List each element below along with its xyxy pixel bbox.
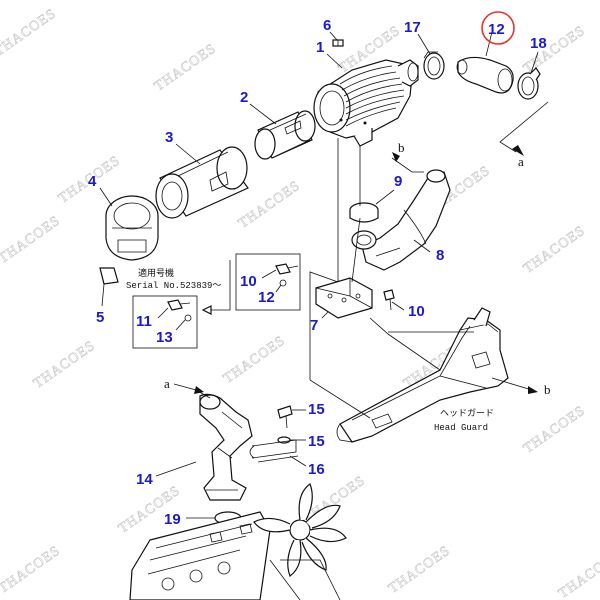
callout-10-right[interactable]: 10: [408, 303, 425, 320]
leader-lines: [99, 31, 549, 519]
part-15-clamp-left[interactable]: [423, 51, 445, 80]
engine-fan: [253, 483, 347, 600]
ref-b-right: b: [544, 382, 551, 397]
part-18-u-bolt[interactable]: [249, 439, 299, 463]
ref-a-left: a: [164, 376, 170, 391]
ref-b-top: b: [398, 140, 405, 155]
part-10-bolt-right[interactable]: [383, 289, 395, 311]
watermark: THACOES: [0, 6, 59, 59]
watermark: THACOES: [0, 543, 63, 596]
callout-15-right[interactable]: 18: [530, 35, 547, 52]
head-guard-jp: ヘッドガード: [440, 408, 494, 419]
callout-12-upper[interactable]: 12: [258, 289, 275, 306]
callout-15-left[interactable]: 17: [404, 19, 421, 36]
serial-arrow: [201, 260, 231, 315]
reference-letters: a b b a: [164, 140, 551, 397]
watermark: THACOES: [152, 41, 219, 94]
callout-9[interactable]: 9: [394, 173, 402, 190]
part-15-clamp-right[interactable]: [517, 67, 541, 100]
callout-4[interactable]: 4: [88, 173, 97, 190]
ref-a-top: a: [518, 154, 524, 169]
callout-8[interactable]: 8: [436, 247, 444, 264]
callout-13[interactable]: 12: [488, 21, 505, 38]
part-13-hose[interactable]: [456, 56, 514, 94]
part-6-bolt[interactable]: [332, 39, 344, 47]
watermark: THACOES: [0, 213, 63, 266]
callout-17[interactable]: 15: [308, 433, 325, 450]
serial-note-jp: 適用号機: [138, 267, 174, 279]
callout-18[interactable]: 16: [308, 461, 325, 478]
part-16-bolt[interactable]: [277, 405, 293, 429]
head-guard-en: Head Guard: [434, 423, 488, 433]
part-7-bracket[interactable]: [315, 277, 373, 319]
inset-box-lower: [132, 295, 198, 349]
callout-7[interactable]: 7: [310, 317, 318, 334]
watermark: THACOES: [386, 543, 453, 596]
watermark: THACOES: [521, 223, 588, 276]
part-1-air-cleaner-body[interactable]: [313, 59, 419, 147]
callout-14[interactable]: 14: [136, 471, 153, 488]
callout-16[interactable]: 15: [308, 401, 325, 418]
callout-5[interactable]: 5: [96, 309, 104, 326]
watermark: THACOES: [221, 333, 288, 386]
head-guard-frame[interactable]: [336, 307, 509, 443]
inset-box-upper: [235, 253, 301, 311]
part-4-cover[interactable]: [105, 195, 159, 261]
part-3-outer-element[interactable]: [155, 146, 249, 219]
callout-19[interactable]: 19: [164, 511, 181, 528]
callout-10-inset[interactable]: 10: [240, 273, 257, 290]
part-5-valve[interactable]: [99, 267, 119, 285]
watermark: THACOES: [521, 403, 588, 456]
serial-note: 適用号機 Serial No.523839～: [126, 267, 221, 291]
part-9-clamp[interactable]: [349, 202, 379, 223]
part-2-inner-element[interactable]: [254, 110, 316, 160]
callout-3[interactable]: 3: [165, 129, 173, 146]
serial-note-en: Serial No.523839～: [126, 281, 221, 291]
callout-6[interactable]: 6: [323, 17, 331, 34]
watermark: THACOES: [31, 338, 98, 391]
engine-block: [129, 511, 271, 600]
watermark: THACOES: [556, 548, 600, 600]
callouts: 6 1 17 12 18 2 3 4 5 9 8 7 10 10 12 11 1…: [88, 17, 547, 528]
callout-12-lower[interactable]: 13: [156, 329, 173, 346]
part-14-pre-cleaner-pipe[interactable]: [199, 393, 253, 501]
callout-11[interactable]: 11: [136, 313, 152, 330]
highlight-circle: [481, 11, 515, 45]
callout-2[interactable]: 2: [240, 89, 248, 106]
head-guard-label: ヘッドガード Head Guard: [434, 408, 494, 433]
callout-1[interactable]: 1: [316, 39, 324, 56]
